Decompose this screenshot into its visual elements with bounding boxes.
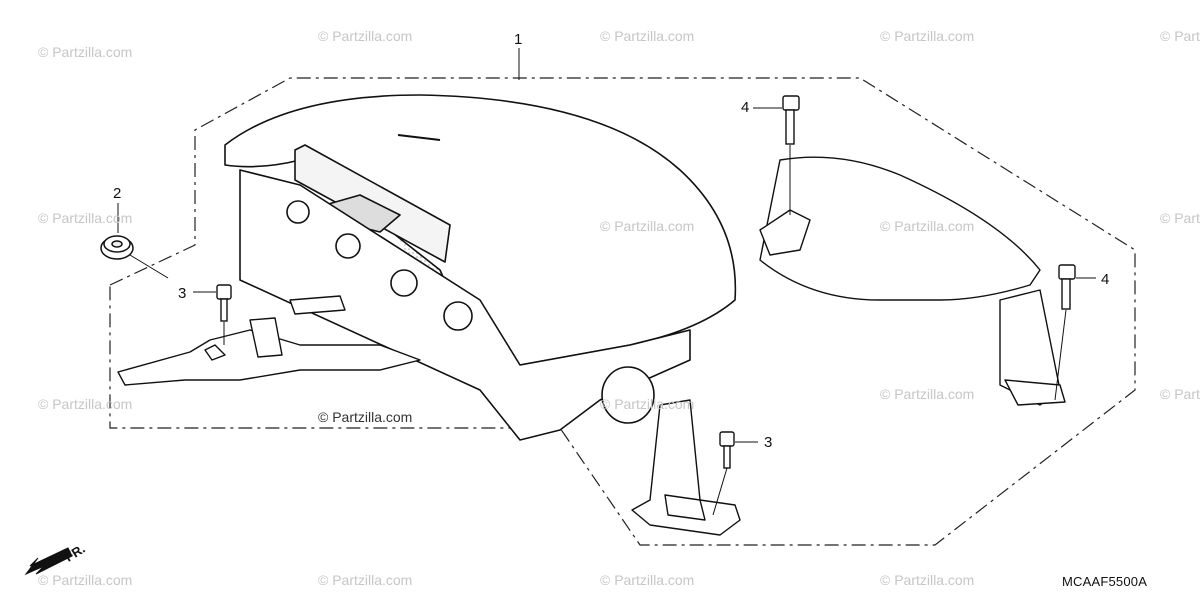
- watermark: © Partzilla.com: [600, 396, 695, 412]
- front-arrow-icon: [24, 547, 73, 576]
- watermark: © Partzilla.com: [38, 572, 133, 588]
- watermark: © Partzilla.com: [880, 386, 975, 402]
- callout-3-left: 3: [178, 285, 187, 302]
- left-bracket: [117, 295, 421, 386]
- callout-4-top: 4: [741, 99, 750, 116]
- rear-cover-part: [224, 94, 737, 441]
- watermark: © Partzilla.com: [600, 218, 695, 234]
- center-watermark: © Partzilla.com: [318, 409, 413, 425]
- bolt-4-right: [1058, 264, 1076, 310]
- watermark: © Partzilla.com: [600, 572, 695, 588]
- watermark: © Partzilla.com: [1160, 28, 1200, 44]
- watermark: © Partzilla.com: [318, 572, 413, 588]
- bolt-4-top: [782, 95, 800, 145]
- watermark: © Partzilla.com: [880, 218, 975, 234]
- callout-4-right: 4: [1101, 271, 1110, 288]
- assembly-outline: [109, 77, 1136, 546]
- watermark: © Partzilla.com: [1160, 210, 1200, 226]
- watermark: © Partzilla.com: [38, 396, 133, 412]
- watermark: © Partzilla.com: [1160, 386, 1200, 402]
- leader-lines: [117, 48, 1096, 516]
- bolts: [216, 95, 1076, 469]
- watermark: © Partzilla.com: [880, 28, 975, 44]
- callout-2: 2: [113, 185, 122, 202]
- watermark: © Partzilla.com: [318, 28, 413, 44]
- bolt-3-bottom: [719, 431, 735, 469]
- grommet-part: [100, 235, 134, 260]
- right-stay: [759, 156, 1066, 406]
- bolt-3-left: [216, 284, 232, 322]
- callout-1: 1: [514, 31, 523, 48]
- watermark: © Partzilla.com: [38, 44, 133, 60]
- watermark: © Partzilla.com: [38, 210, 133, 226]
- callout-3-bottom: 3: [764, 434, 773, 451]
- watermark: © Partzilla.com: [600, 28, 695, 44]
- lower-bracket: [631, 399, 741, 536]
- watermark: © Partzilla.com: [880, 572, 975, 588]
- diagram-code: MCAAF5500A: [1062, 574, 1148, 589]
